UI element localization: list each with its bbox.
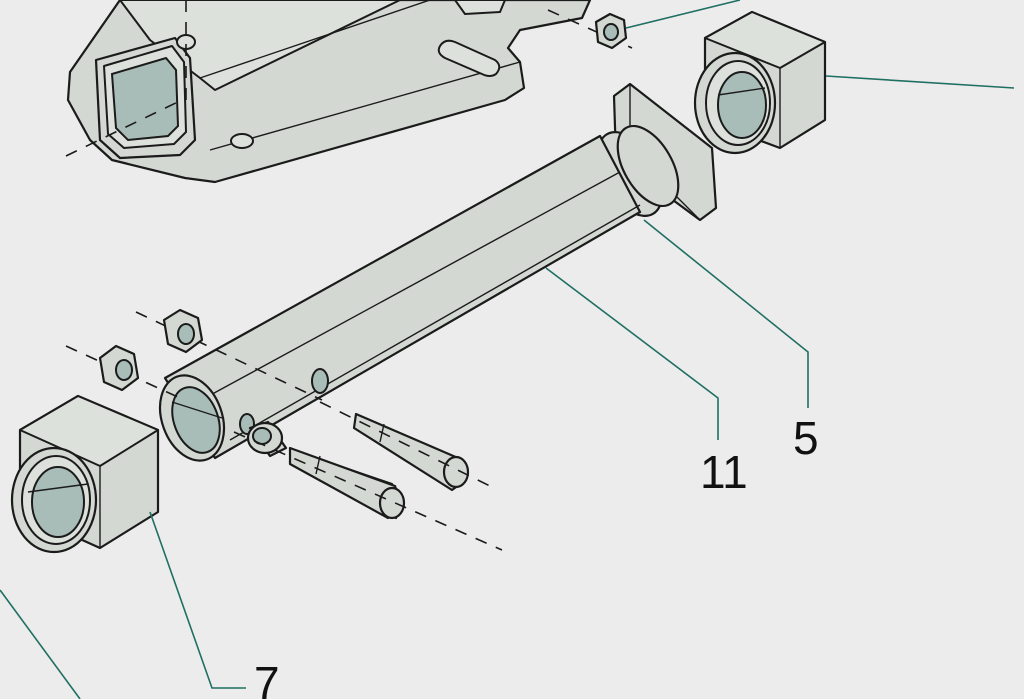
mounting-bracket: [66, 0, 592, 184]
axle-tube: [158, 82, 718, 462]
leader-line-lower-left: [0, 589, 81, 699]
bearing-block-right: [693, 10, 1015, 155]
spacer-bush: [246, 420, 288, 458]
lower-pin-axis: [233, 431, 503, 551]
upper-hex-nut: [162, 308, 204, 354]
callout-label-5: 5: [793, 412, 819, 464]
upper-pin-axis: [319, 401, 495, 489]
bearing-block-left: [10, 394, 246, 689]
callout-label-7: 7: [254, 657, 280, 699]
lower-pin: [288, 446, 406, 520]
leader-line-11: [545, 267, 719, 440]
bracket-axis-line: [65, 97, 187, 157]
leader-line-5: [643, 219, 809, 408]
top-hex-nut: [547, 0, 741, 50]
callout-label-11: 11: [700, 446, 748, 498]
lower-hex-nut: [98, 344, 140, 392]
